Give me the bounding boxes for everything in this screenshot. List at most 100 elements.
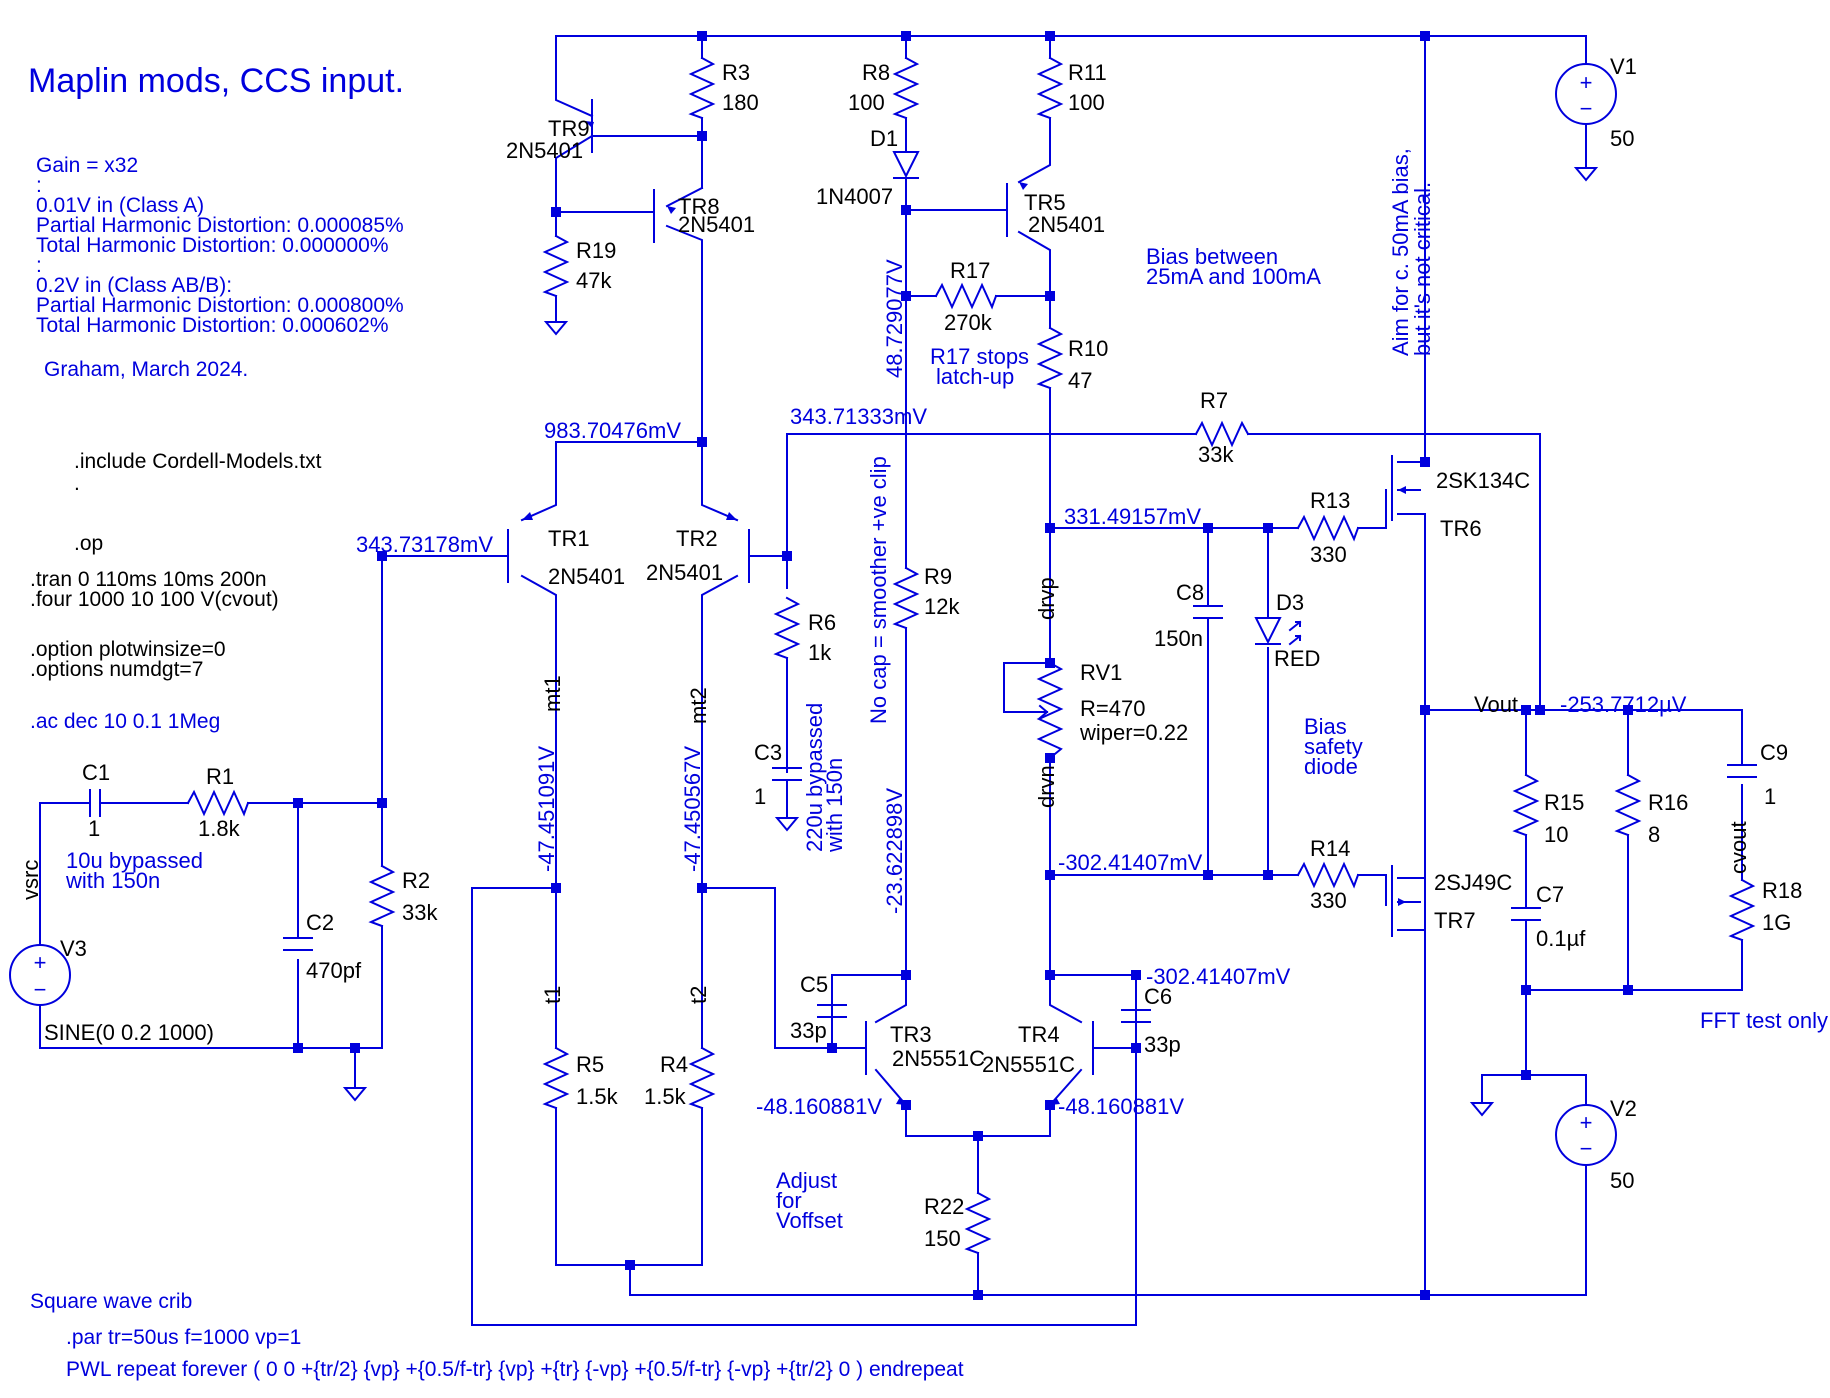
- r17-label: R17: [950, 258, 990, 283]
- tran-directive: .tran 0 110ms 10ms 200n: [30, 568, 267, 591]
- r9-label: R9: [924, 564, 952, 589]
- partial-distortion-a: Partial Harmonic Distortion: 0.000085%: [36, 214, 404, 237]
- fft-note: FFT test only: [1700, 1008, 1828, 1033]
- r18-value: 1G: [1762, 910, 1791, 935]
- ac-directive: .ac dec 10 0.1 1Meg: [30, 710, 220, 733]
- rv1-zigzag: [1036, 661, 1064, 760]
- bias-note: Bias between: [1146, 244, 1278, 269]
- spice-directives: .include Cordell-Models.txt . .op .tran …: [30, 450, 964, 1381]
- r6-zigzag: [773, 596, 801, 660]
- r10-value: 47: [1068, 368, 1092, 393]
- tr9-label: TR9: [548, 116, 590, 141]
- tr4-label: TR4: [1018, 1022, 1060, 1047]
- c8-label: C8: [1176, 580, 1204, 605]
- c9-label: C9: [1760, 740, 1788, 765]
- v1-source: [1555, 63, 1617, 125]
- svg-text:+: +: [34, 950, 47, 975]
- rv1-wiper: wiper=0.22: [1079, 720, 1188, 745]
- r11-label: R11: [1068, 60, 1107, 85]
- ground-icon: [543, 321, 569, 336]
- c9-plates: [1727, 764, 1757, 778]
- r11-value: 100: [1068, 90, 1105, 115]
- d1-body: [892, 151, 920, 179]
- transistor-arrows: [522, 121, 1406, 1105]
- resistor-symbols: [186, 56, 1756, 1255]
- r18-label: R18: [1762, 878, 1802, 903]
- r1-zigzag: [186, 789, 250, 817]
- tr3-label: TR3: [890, 1022, 932, 1047]
- r3-value: 180: [722, 90, 759, 115]
- r15-zigzag: [1512, 773, 1540, 837]
- partial-distortion-ab: Partial Harmonic Distortion: 0.000800%: [36, 294, 404, 317]
- r19-value: 47k: [576, 268, 612, 293]
- r13-zigzag: [1296, 514, 1360, 542]
- r4-label: R4: [660, 1052, 688, 1077]
- total-distortion-a: Total Harmonic Distortion: 0.000000%: [36, 234, 389, 257]
- r6-value: 1k: [808, 640, 832, 665]
- d3-label: D3: [1276, 590, 1304, 615]
- tr4-value: 2N5551C: [982, 1052, 1075, 1077]
- tr7-label: TR7: [1434, 908, 1476, 933]
- c6-label: C6: [1144, 984, 1172, 1009]
- d1-label: D1: [870, 126, 898, 151]
- tr5-label: TR5: [1024, 190, 1066, 215]
- r16-value: 8: [1648, 822, 1660, 847]
- r4-zigzag: [688, 1046, 716, 1110]
- tr6-value: 2SK134C: [1436, 468, 1530, 493]
- r5-value: 1.5k: [576, 1084, 619, 1109]
- tr2-label: TR2: [676, 526, 718, 551]
- net-vout: Vout: [1474, 692, 1518, 717]
- v2-source: [1555, 1104, 1617, 1166]
- r9-value: 12k: [924, 594, 960, 619]
- voltage-label: 343.73178mV: [356, 532, 493, 557]
- no-cap-note: No cap = smoother +ve clip: [866, 456, 891, 724]
- capacitor-symbols: [89, 605, 1757, 1049]
- voltage-label: 343.71333mV: [790, 404, 927, 429]
- rv1-arrow: [1035, 704, 1049, 720]
- class-ab-input: 0.2V in (Class AB/B):: [36, 274, 232, 297]
- r1-label: R1: [206, 764, 234, 789]
- c6-value: 33p: [1144, 1032, 1181, 1057]
- r17-note: latch-up: [936, 364, 1014, 389]
- c1-plates: [89, 789, 101, 817]
- c1-label: C1: [82, 760, 110, 785]
- ground-icon: [1469, 1102, 1495, 1117]
- voltage-label: -47.451091V: [534, 746, 559, 872]
- voltage-label: -48.160881V: [1058, 1094, 1184, 1119]
- bias-safety-note: safety: [1304, 734, 1363, 759]
- four-directive: .four 1000 10 100 V(cvout): [30, 588, 279, 611]
- tr9-value: 2N5401: [506, 138, 583, 163]
- ground-icon: [1573, 167, 1599, 182]
- r4-value: 1.5k: [644, 1084, 687, 1109]
- total-distortion-ab: Total Harmonic Distortion: 0.000602%: [36, 314, 389, 337]
- tr6-label: TR6: [1440, 516, 1482, 541]
- directive-dot: .: [74, 472, 80, 495]
- simulation-notes: Gain = x32 : 0.01V in (Class A) Partial …: [36, 154, 404, 381]
- r14-zigzag: [1296, 861, 1360, 889]
- rv1-value: R=470: [1080, 696, 1145, 721]
- net-t2: t2: [686, 986, 711, 1004]
- voltage-sources: [9, 63, 1617, 1166]
- net-labels: vsrc mt1 mt2 t1 t2 drvp drvn Vout cvout: [18, 577, 1751, 1004]
- r16-zigzag: [1614, 773, 1642, 837]
- c8-plates: [1193, 605, 1223, 619]
- svg-text:−: −: [1580, 96, 1593, 121]
- wires: [39, 35, 1743, 1326]
- net-drvn: drvn: [1034, 765, 1059, 808]
- r3-label: R3: [722, 60, 750, 85]
- v2-value: 50: [1610, 1168, 1634, 1193]
- r10-zigzag: [1036, 326, 1064, 390]
- rv1-label: RV1: [1080, 660, 1122, 685]
- net-drvp: drvp: [1034, 577, 1059, 620]
- net-mt1: mt1: [540, 675, 565, 712]
- voltage-label: -48.160881V: [756, 1094, 882, 1119]
- aim-note: Aim for c. 50mA bias,: [1388, 148, 1413, 356]
- source-polarity-marks: + − + − + −: [34, 70, 1593, 1161]
- tr7-value: 2SJ49C: [1434, 870, 1512, 895]
- separator: :: [36, 174, 42, 197]
- pwl-directive: PWL repeat forever ( 0 0 +{tr/2} {vp} +{…: [66, 1358, 964, 1381]
- square-wave-title: Square wave crib: [30, 1290, 192, 1313]
- d3-value: RED: [1274, 646, 1320, 671]
- voltage-label: -23.622898V: [882, 788, 907, 914]
- c6-plates: [1121, 1009, 1151, 1023]
